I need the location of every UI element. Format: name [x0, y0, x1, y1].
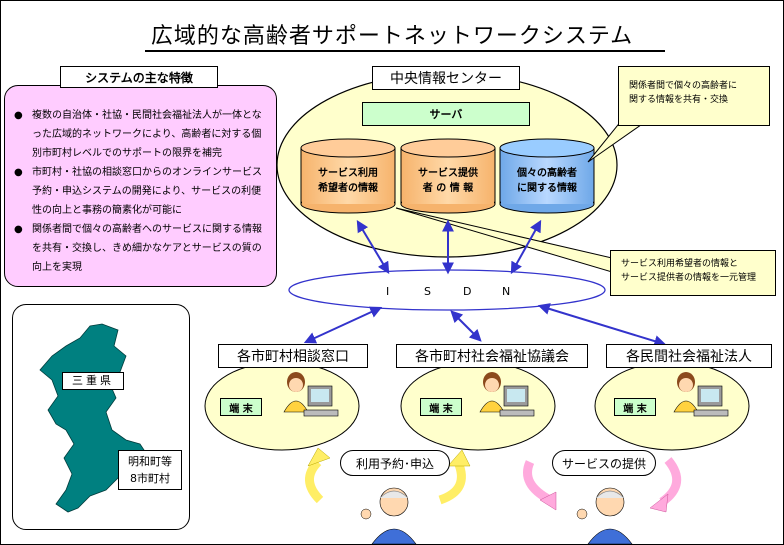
arrow-isdn-org2 — [450, 310, 482, 342]
arrow-curve-left-b — [438, 460, 466, 505]
operator-computer-icon-2 — [479, 372, 535, 417]
terminal-box-3: 端 末 — [614, 398, 656, 416]
server-box: サーバ — [362, 102, 530, 126]
operator-computer-icon-1 — [283, 372, 339, 417]
org-label-2: 各市町村社会福祉協議会 — [396, 344, 588, 368]
features-heading: システムの主な特徴 — [60, 66, 218, 88]
callout-note-top: 関係者間で個々の高齢者に 関する情報を共有・交換 — [618, 66, 770, 126]
callout-note-mid: サービス利用希望者の情報と サービス提供者の情報を一元管理 — [610, 250, 776, 296]
terminal-box-2: 端 末 — [420, 398, 462, 416]
isdn-ellipse — [288, 269, 606, 311]
bullet-icon: ● — [14, 110, 23, 121]
features-panel — [4, 85, 277, 287]
database-label-1: サービス利用 希望者の情報 — [304, 166, 392, 196]
feature-item-3: ● 関係者間で個々の高齢者へのサービスに関する情報を共有・交換し、きめ細かなケア… — [14, 220, 270, 277]
database-3-line-2: に関する情報 — [517, 183, 577, 194]
org-label-1: 各市町村相談窓口 — [218, 344, 368, 368]
isdn-letter-d: D — [463, 285, 472, 298]
action-bubble-right: サービスの提供 — [552, 450, 656, 476]
feature-text-3: 関係者間で個々の高齢者へのサービスに関する情報を共有・交換し、きめ細かなケアとサ… — [32, 224, 262, 273]
elderly-person-icon-2 — [576, 487, 633, 545]
arrow-db1-isdn — [356, 219, 390, 275]
towns-line-2: 8市町村 — [130, 472, 170, 485]
arrow-curve-right-b — [659, 457, 682, 506]
map-panel — [12, 304, 190, 530]
isdn-letter-s: S — [424, 285, 431, 298]
operator-computer-icon-3 — [673, 372, 729, 417]
bullet-icon: ● — [14, 224, 23, 235]
arrow-db3-isdn — [510, 219, 542, 275]
database-label-3: 個々の高齢者 に関する情報 — [503, 166, 591, 196]
database-2-line-1: サービス提供 — [418, 168, 478, 179]
note-top-line-1: 関係者間で個々の高齢者に — [629, 81, 738, 91]
feature-item-1: ● 複数の自治体・社協・民間社会福祉法人が一体となった広域的ネットワークにより、… — [14, 106, 270, 163]
arrow-isdn-org1 — [303, 306, 383, 344]
diagram-title: 広域的な高齢者サポートネットワークシステム — [150, 24, 634, 49]
feature-item-2: ● 市町村・社協の相談窓口からのオンラインサービス予約・申込システムの開発により… — [14, 163, 270, 220]
database-1-line-2: 希望者の情報 — [318, 183, 378, 194]
note-mid-line-1: サービス利用希望者の情報と — [621, 259, 739, 269]
feature-text-1: 複数の自治体・社協・民間社会福祉法人が一体となった広域的ネットワークにより、高齢… — [32, 110, 262, 159]
towns-label: 明和町等 8市町村 — [118, 450, 182, 490]
database-cylinder-3 — [499, 138, 595, 214]
isdn-letter-i: I — [386, 285, 390, 298]
terminal-box-1: 端 末 — [220, 398, 262, 416]
note-top-line-2: 関する情報を共有・交換 — [629, 95, 729, 105]
note-mid-line-2: サービス提供者の情報を一元管理 — [621, 273, 757, 283]
database-1-line-1: サービス利用 — [318, 168, 378, 179]
elderly-person-icon-1 — [360, 487, 417, 545]
title-underline — [145, 50, 665, 52]
prefecture-label: 三重県 — [62, 372, 124, 390]
towns-line-1: 明和町等 — [128, 455, 172, 468]
database-cylinder-1 — [300, 138, 396, 214]
arrow-isdn-org3 — [537, 303, 667, 347]
arrow-curve-right-a — [523, 460, 553, 504]
action-bubble-left: 利用予約･申込 — [340, 450, 450, 476]
arrow-curve-left-a — [305, 458, 324, 504]
feature-text-2: 市町村・社協の相談窓口からのオンラインサービス予約・申込システムの開発により、サ… — [32, 167, 262, 216]
database-label-2: サービス提供 者 の 情 報 — [404, 166, 492, 196]
database-cylinder-2 — [400, 138, 496, 214]
isdn-letter-n: N — [502, 285, 511, 298]
org-label-3: 各民間社会福祉法人 — [606, 344, 772, 368]
bullet-icon: ● — [14, 167, 23, 178]
database-3-line-1: 個々の高齢者 — [517, 168, 577, 179]
center-label: 中央情報センター — [372, 66, 520, 90]
database-2-line-2: 者 の 情 報 — [422, 183, 474, 194]
